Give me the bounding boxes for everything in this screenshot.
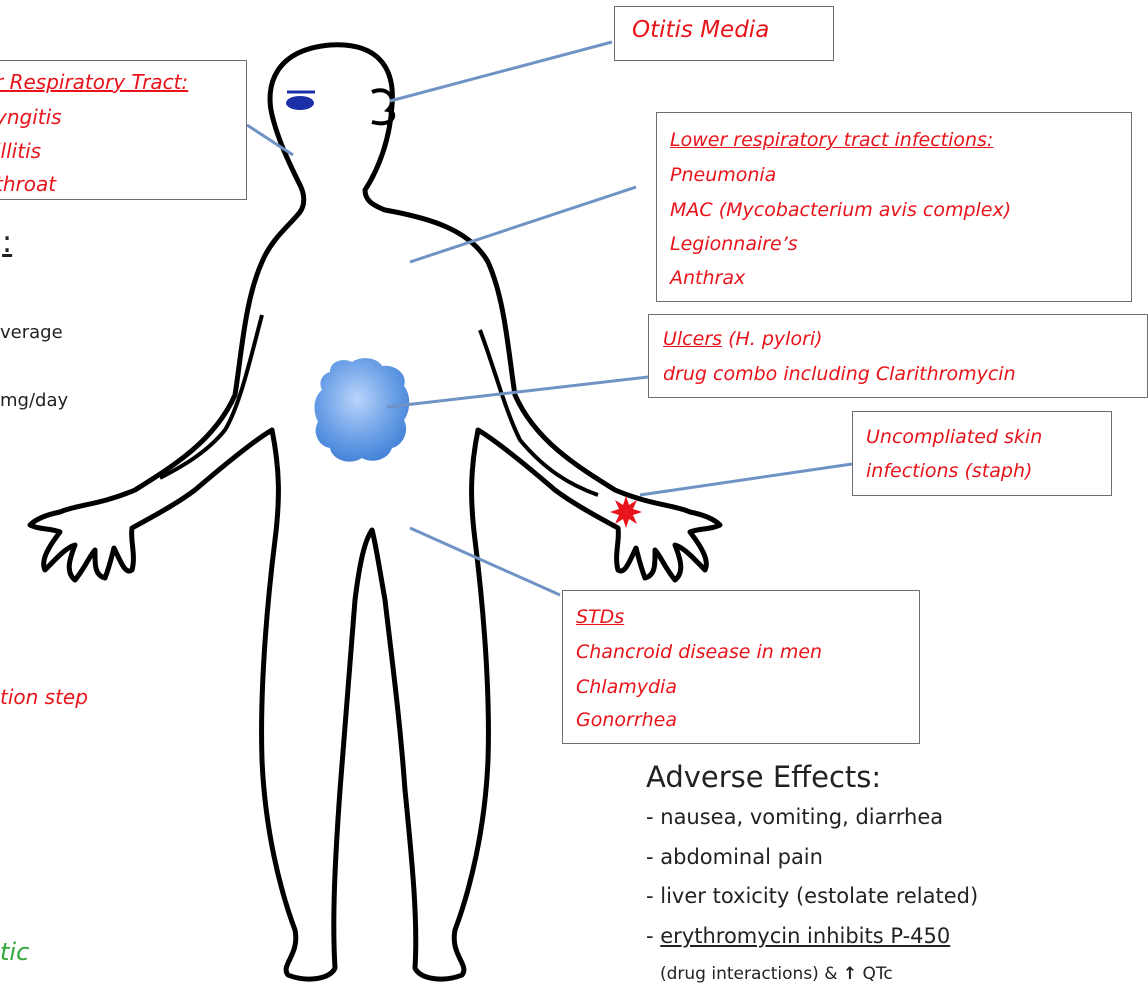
up-arrow-icon: ↑ xyxy=(843,964,857,984)
connector-otitis xyxy=(390,42,612,101)
left-inner-arm xyxy=(160,315,262,478)
ulcers-heading-rest: (H. pylori) xyxy=(722,328,823,350)
upper-item-3: throat xyxy=(0,172,56,196)
lower-item-3: Legionnaire’s xyxy=(670,233,798,255)
skin-infection-marker xyxy=(610,496,642,528)
stds-item-1: Chancroid disease in men xyxy=(576,641,822,663)
stds-box: STDs Chancroid disease in men Chlamydia … xyxy=(562,590,920,744)
adverse-item-2: - abdominal pain xyxy=(646,845,823,869)
upper-respiratory-box: r Respiratory Tract: yngitis illitis thr… xyxy=(0,60,247,200)
lower-item-4: Anthrax xyxy=(670,267,745,289)
lower-item-2: MAC (Mycobacterium avis complex) xyxy=(670,199,1011,221)
adverse-item-3: - liver toxicity (estolate related) xyxy=(646,884,978,908)
lower-respiratory-heading: Lower respiratory tract infections: xyxy=(670,129,993,151)
eye xyxy=(286,96,314,110)
skin-line-1: Uncompliated skin xyxy=(866,426,1042,448)
upper-respiratory-heading: r Respiratory Tract: xyxy=(0,70,188,94)
left-fragment-mgday: mg/day xyxy=(0,390,68,411)
adverse-item-4-dash: - xyxy=(646,924,660,948)
otitis-media-box: Otitis Media xyxy=(614,6,834,61)
connector-upper xyxy=(247,125,293,155)
stds-item-3: Gonorrhea xyxy=(576,709,677,731)
ulcers-heading: Ulcers xyxy=(663,328,722,350)
adverse-item-1: - nausea, vomiting, diarrhea xyxy=(646,805,943,829)
left-fragment-colon: : xyxy=(2,225,12,260)
adverse-effects-title: Adverse Effects: xyxy=(646,760,881,794)
upper-item-1: yngitis xyxy=(0,105,62,129)
upper-item-2: illitis xyxy=(0,139,41,163)
stomach xyxy=(315,358,410,462)
skin-infection-box: Uncompliated skin infections (staph) xyxy=(852,411,1112,496)
stds-heading: STDs xyxy=(576,606,624,628)
left-fragment-tic: tic xyxy=(0,938,29,966)
ulcers-line-1: Ulcers (H. pylori) xyxy=(663,328,823,350)
lower-item-1: Pneumonia xyxy=(670,164,776,186)
ear xyxy=(372,90,393,123)
adverse-item-4-text: erythromycin inhibits P-450 xyxy=(660,924,950,948)
skin-line-2: infections (staph) xyxy=(866,460,1032,482)
adverse-item-4: - erythromycin inhibits P-450 xyxy=(646,924,950,948)
adverse-item-5-text: (drug interactions) & xyxy=(660,964,843,984)
otitis-media-label: Otitis Media xyxy=(632,17,769,43)
adverse-item-5-end: QTc xyxy=(857,964,893,984)
adverse-item-5: (drug interactions) & ↑ QTc xyxy=(660,964,893,984)
connector-stds xyxy=(410,528,560,595)
left-fragment-tionstep: tion step xyxy=(0,685,88,709)
ulcers-line-2: drug combo including Clarithromycin xyxy=(663,363,1016,385)
connector-skin xyxy=(640,464,852,495)
stds-item-2: Chlamydia xyxy=(576,676,677,698)
lower-respiratory-box: Lower respiratory tract infections: Pneu… xyxy=(656,112,1132,302)
left-fragment-verage: verage xyxy=(0,322,63,343)
ulcers-box: Ulcers (H. pylori) drug combo including … xyxy=(648,314,1148,398)
